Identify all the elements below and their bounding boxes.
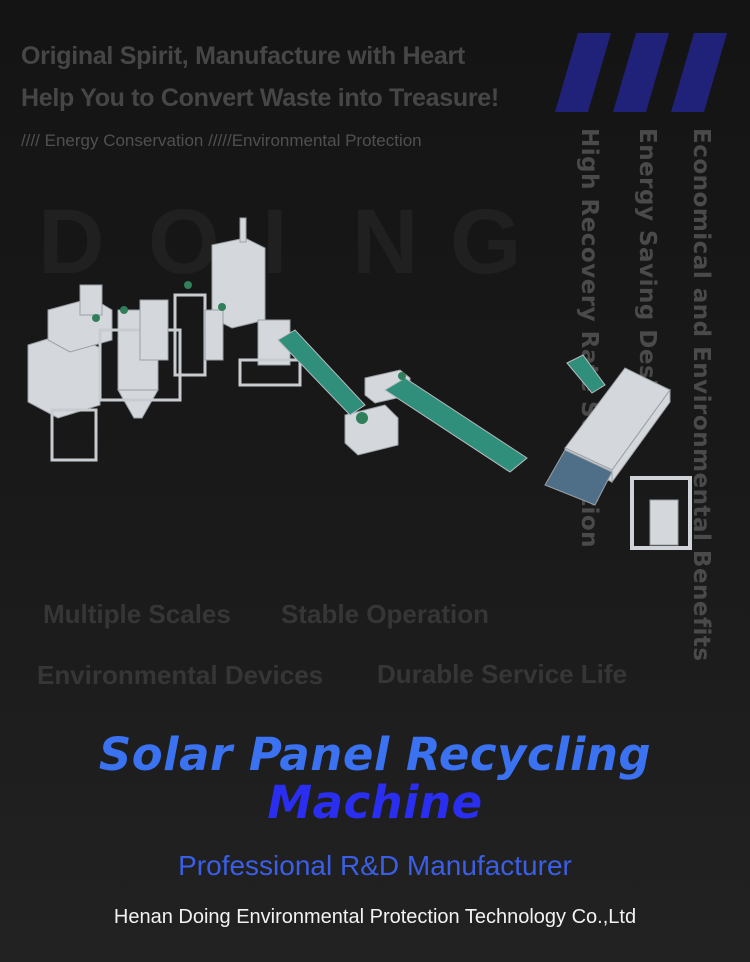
feature-environmental-devices: Environmental Devices — [37, 660, 324, 690]
product-title-line-1: Solar Panel Recycling — [98, 728, 652, 781]
feature-stable-operation: Stable Operation — [281, 599, 490, 629]
watermark-letter: G — [450, 191, 522, 293]
watermark-letter: I — [262, 191, 288, 293]
product-title-line-2: Machine — [267, 776, 483, 829]
vertical-feature-3: Economical and Environmental Benefits — [688, 128, 714, 662]
watermark-letter: O — [148, 191, 220, 293]
feature-durable-service-life: Durable Service Life — [377, 659, 627, 689]
subtitle: Professional R&D Manufacturer — [178, 850, 572, 881]
watermark-letter: N — [352, 191, 419, 293]
headline-line-1: Original Spirit, Manufacture with Heart — [21, 42, 465, 70]
tagline: //// Energy Conservation /////Environmen… — [21, 131, 422, 150]
feature-multiple-scales: Multiple Scales — [43, 599, 231, 629]
company-name: Henan Doing Environmental Protection Tec… — [113, 906, 637, 928]
watermark-letter: D — [38, 191, 105, 293]
headline-line-2: Help You to Convert Waste into Treasure! — [21, 84, 499, 112]
vertical-feature-2: Energy Saving Design — [634, 128, 660, 422]
